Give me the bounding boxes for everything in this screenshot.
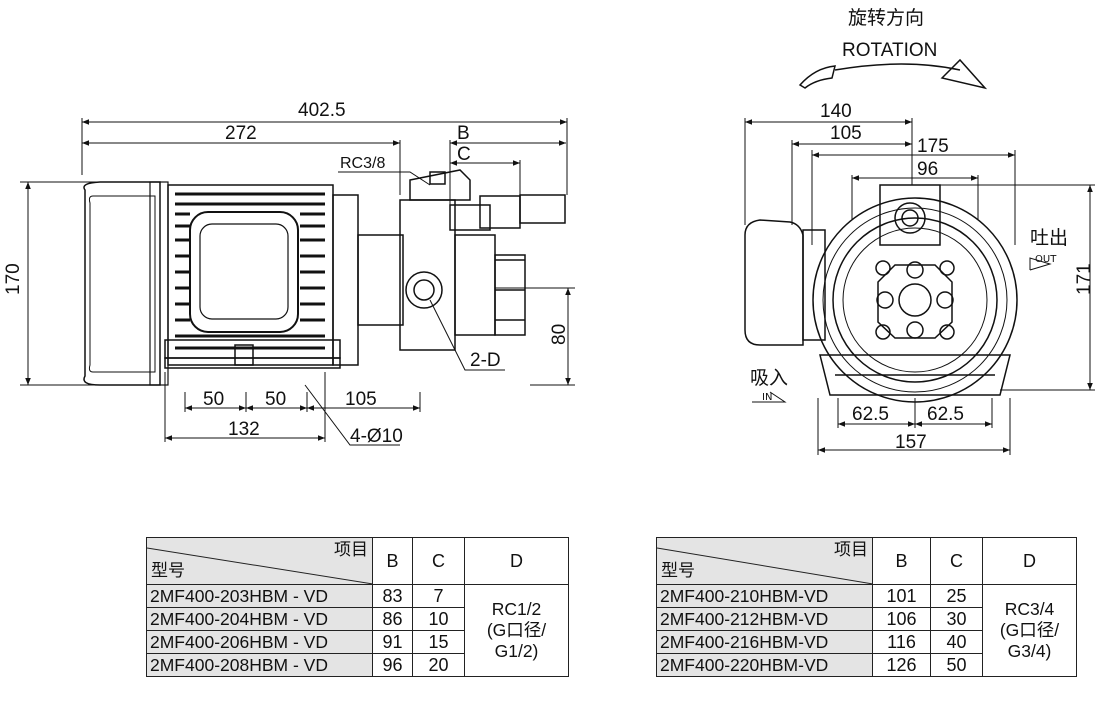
table-row: 2MF400-212HBM-VD 106 30	[656, 607, 1077, 631]
dim-170: 170	[3, 263, 24, 295]
dim-4-phi-10: 4-Ø10	[350, 426, 403, 447]
inlet-cn-label: 吸入	[750, 367, 788, 389]
table-row: 2MF400-220HBM-VD 126 50	[656, 653, 1077, 677]
dim-132: 132	[228, 419, 260, 440]
table-header-corner: 项目 型号	[146, 537, 373, 585]
dim-b: B	[457, 123, 470, 144]
corner-diagonal	[147, 547, 373, 584]
rotation-arc	[834, 63, 961, 71]
d-line-3: G3/4)	[1007, 641, 1052, 661]
dim-2-d: 2-D	[470, 350, 501, 371]
cell-b: 106	[872, 607, 931, 631]
cell-b: 126	[872, 653, 931, 677]
cell-model: 2MF400-216HBM-VD	[656, 630, 873, 654]
table-header-corner: 项目 型号	[656, 537, 873, 585]
d-line-2: (G口径/	[486, 620, 547, 640]
side-view-labels: 402.5 272 B C RC3/8 170 80 2-D 50 50 105…	[3, 100, 570, 447]
rotation-en-label: ROTATION	[842, 40, 937, 61]
dim-140: 140	[820, 101, 852, 122]
cell-c: 20	[412, 653, 465, 677]
rotation-cn-label: 旋转方向	[848, 7, 924, 29]
spec-table-right: 项目 型号 B C D 2MF400-210HBM-VD 101 25 RC3/…	[656, 537, 1077, 677]
cell-model: 2MF400-206HBM - VD	[146, 630, 373, 654]
dim-157: 157	[895, 432, 927, 453]
cell-c: 15	[412, 630, 465, 654]
dim-105-front: 105	[830, 123, 862, 144]
dim-105: 105	[345, 389, 377, 410]
cell-model: 2MF400-210HBM-VD	[656, 584, 873, 608]
table-row: 2MF400-208HBM - VD 96 20	[146, 653, 569, 677]
dim-50-a: 50	[203, 389, 224, 410]
header-d: D	[464, 537, 569, 585]
dim-171: 171	[1074, 263, 1095, 295]
dim-80: 80	[549, 324, 570, 345]
dim-175: 175	[917, 136, 949, 157]
cell-c: 30	[930, 607, 983, 631]
cell-d: RC3/4 (G口径/ G3/4)	[982, 584, 1077, 677]
table-row: 2MF400-216HBM-VD 116 40	[656, 630, 1077, 654]
dim-62-5-left: 62.5	[852, 404, 889, 425]
header-model-label: 型号	[151, 561, 185, 581]
d-line-1: RC1/2	[491, 599, 542, 619]
cell-c: 25	[930, 584, 983, 608]
d-line-2: (G口径/	[999, 620, 1060, 640]
outlet-en-label: OUT	[1035, 254, 1057, 265]
cell-model: 2MF400-203HBM - VD	[146, 584, 373, 608]
corner-diagonal	[657, 547, 873, 584]
header-b: B	[372, 537, 413, 585]
side-view	[83, 169, 566, 386]
cell-model: 2MF400-212HBM-VD	[656, 607, 873, 631]
cell-b: 86	[372, 607, 413, 631]
d-line-1: RC3/4	[1004, 599, 1055, 619]
cell-b: 91	[372, 630, 413, 654]
side-view-dimensions	[20, 118, 575, 446]
table-row: 2MF400-210HBM-VD 101 25 RC3/4 (G口径/ G3/4…	[656, 584, 1077, 677]
cell-model: 2MF400-204HBM - VD	[146, 607, 373, 631]
cell-c: 10	[412, 607, 465, 631]
header-b: B	[872, 537, 931, 585]
cell-d: RC1/2 (G口径/ G1/2)	[464, 584, 569, 677]
spec-table-left: 项目 型号 B C D 2MF400-203HBM - VD 83 7 RC1/…	[146, 537, 569, 677]
outlet-cn-label: 吐出	[1030, 227, 1068, 249]
header-d: D	[982, 537, 1077, 585]
front-view-labels: 140 105 175 96 171 62.5 62.5 157 吐出 OUT …	[750, 101, 1095, 453]
cell-b: 101	[872, 584, 931, 608]
cell-c: 40	[930, 630, 983, 654]
d-line-3: G1/2)	[494, 641, 539, 661]
dim-c: C	[457, 144, 471, 165]
rotation-indicator: 旋转方向 ROTATION	[798, 7, 988, 90]
header-c: C	[930, 537, 983, 585]
header-model-label: 型号	[661, 561, 695, 581]
cell-b: 96	[372, 653, 413, 677]
cell-c: 50	[930, 653, 983, 677]
front-view-dimensions	[744, 118, 1095, 455]
header-c: C	[412, 537, 465, 585]
cell-b: 116	[872, 630, 931, 654]
dim-96: 96	[917, 159, 938, 180]
dim-50-b: 50	[265, 389, 286, 410]
dim-rc3-8: RC3/8	[340, 155, 385, 172]
cell-model: 2MF400-208HBM - VD	[146, 653, 373, 677]
inlet-en-label: IN	[762, 392, 772, 403]
dim-272: 272	[225, 123, 257, 144]
cell-model: 2MF400-220HBM-VD	[656, 653, 873, 677]
cell-b: 83	[372, 584, 413, 608]
technical-drawing: 旋转方向 ROTATION	[3, 7, 1095, 455]
header-item-label: 项目	[834, 540, 868, 560]
dim-62-5-right: 62.5	[927, 404, 964, 425]
rotation-arrow-right-icon	[940, 58, 988, 90]
rotation-arrow-left-icon	[798, 65, 836, 89]
cell-c: 7	[412, 584, 465, 608]
table-row: 2MF400-204HBM - VD 86 10	[146, 607, 569, 631]
table-row: 2MF400-203HBM - VD 83 7 RC1/2 (G口径/ G1/2…	[146, 584, 569, 677]
header-item-label: 项目	[334, 540, 368, 560]
dim-402-5: 402.5	[298, 100, 346, 121]
table-row: 2MF400-206HBM - VD 91 15	[146, 630, 569, 654]
